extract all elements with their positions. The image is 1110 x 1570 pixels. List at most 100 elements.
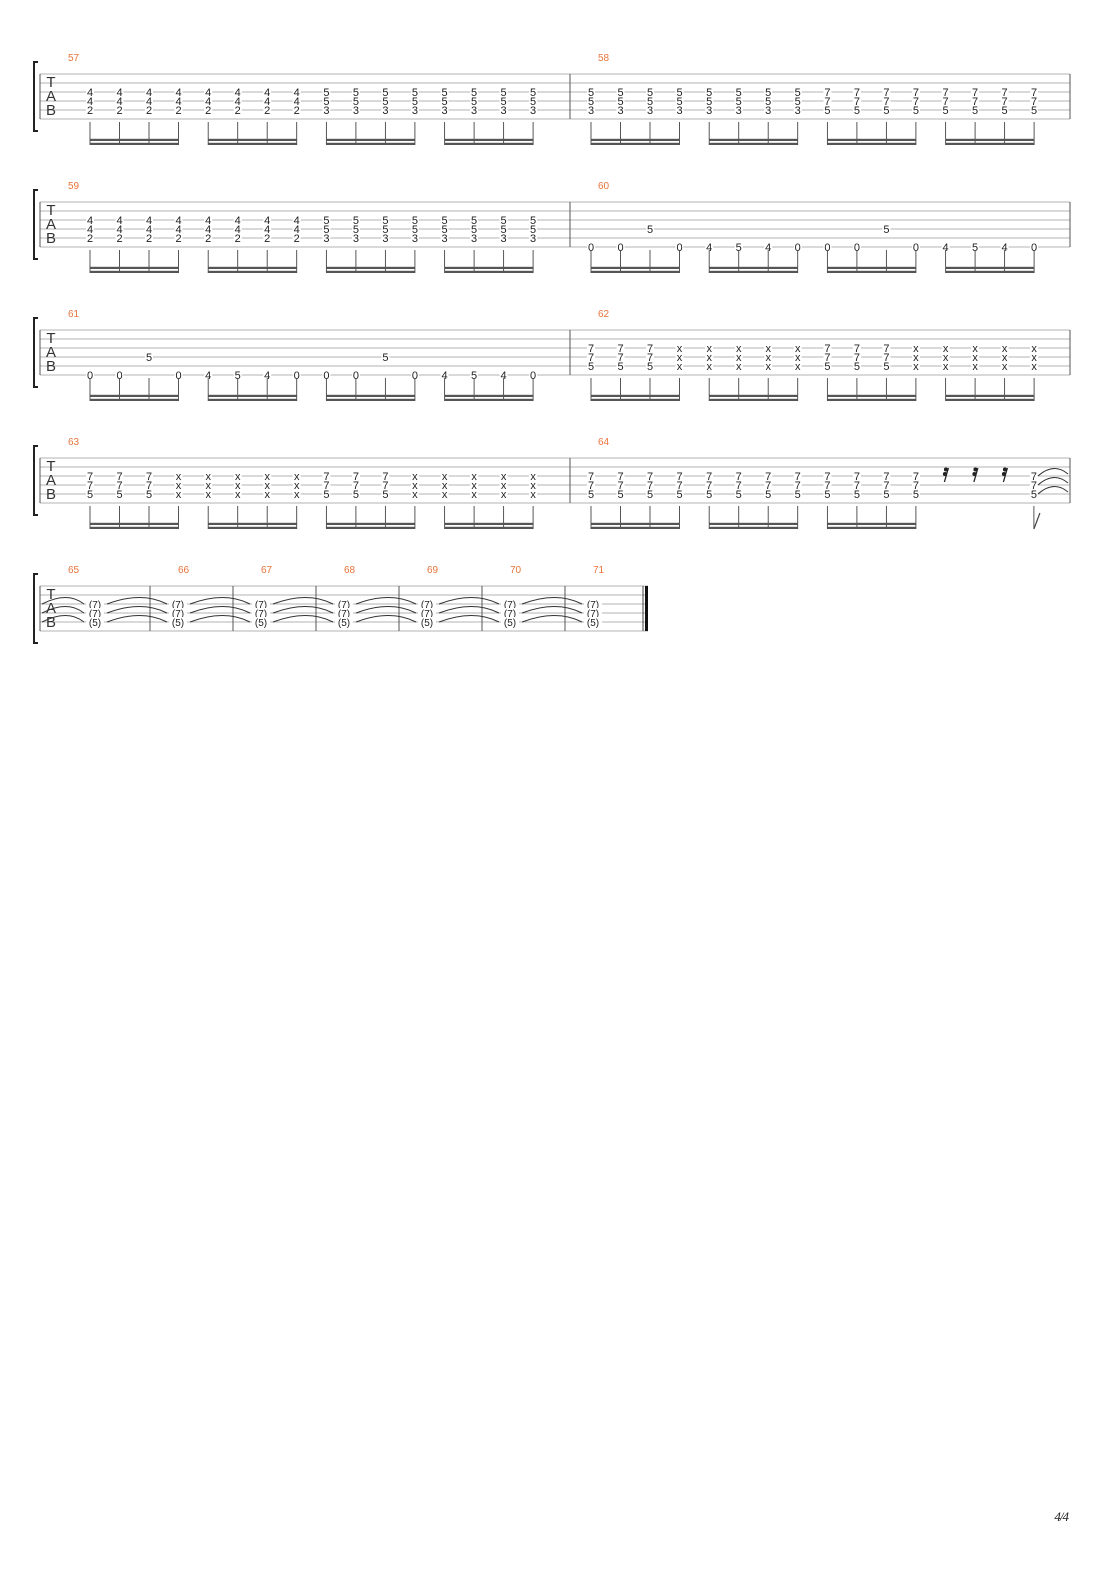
beam xyxy=(709,522,798,525)
fret-number: 5 xyxy=(883,105,889,117)
dead-note: x xyxy=(795,343,801,355)
fret-mask xyxy=(145,215,153,224)
fret-mask xyxy=(410,370,419,379)
fret-number: 7 xyxy=(647,352,653,364)
fret-mask xyxy=(263,489,272,498)
fret-mask xyxy=(440,87,449,96)
fret-mask xyxy=(470,224,479,233)
fret-mask xyxy=(410,233,419,242)
fret-number: 5 xyxy=(588,361,594,373)
fret-number: 7 xyxy=(146,480,152,492)
dead-note: x xyxy=(471,471,477,483)
fret-number: 4 xyxy=(146,96,152,108)
beam xyxy=(208,138,297,141)
fret-number: 5 xyxy=(412,215,418,227)
fret-mask xyxy=(971,361,980,370)
beam xyxy=(90,394,179,397)
page-number: 4/4 xyxy=(1054,1509,1069,1524)
fret-number: 2 xyxy=(205,233,211,245)
fret-number: 0 xyxy=(617,242,623,254)
fret-mask xyxy=(616,343,625,352)
dead-note: x xyxy=(205,489,211,501)
fret-mask xyxy=(115,471,124,480)
tied-fret-number: (7) xyxy=(172,600,184,611)
dead-note: x xyxy=(501,480,507,492)
fret-mask xyxy=(616,471,625,480)
fret-mask xyxy=(705,471,714,480)
fret-mask xyxy=(174,224,183,233)
fret-mask xyxy=(705,352,714,361)
measure-number: 68 xyxy=(344,565,356,576)
fret-mask xyxy=(263,480,272,489)
rest-dot xyxy=(942,472,947,476)
fret-number: 5 xyxy=(323,215,329,227)
fret-mask xyxy=(911,471,920,480)
fret-mask xyxy=(852,105,861,114)
fret-mask xyxy=(204,105,213,114)
fret-number: 5 xyxy=(501,215,507,227)
fret-mask xyxy=(233,233,242,242)
fret-number: 4 xyxy=(87,96,93,108)
fret-number: 5 xyxy=(323,224,329,236)
fret-number: 4 xyxy=(294,224,300,236)
fret-number: 7 xyxy=(116,480,122,492)
fret-mask xyxy=(204,370,213,379)
fret-mask xyxy=(616,480,625,489)
fret-number: 5 xyxy=(1031,489,1037,501)
dead-note: x xyxy=(442,480,448,492)
dead-note: x xyxy=(412,471,418,483)
fret-number: 5 xyxy=(588,87,594,99)
fret-mask xyxy=(941,96,950,105)
fret-number: 5 xyxy=(647,96,653,108)
fret-mask xyxy=(204,233,213,242)
fret-mask xyxy=(86,489,94,498)
fret-mask xyxy=(440,370,449,379)
fret-number: 5 xyxy=(854,105,860,117)
fret-mask xyxy=(145,233,153,242)
dead-note: x xyxy=(205,471,211,483)
tie-arc xyxy=(272,606,334,614)
fret-mask xyxy=(252,608,270,617)
tab-clef-letter: T xyxy=(46,74,55,91)
tab-clef-letter: B xyxy=(46,230,56,247)
fret-number: 7 xyxy=(588,480,594,492)
fret-mask xyxy=(501,617,519,626)
fret-number: 7 xyxy=(617,352,623,364)
fret-mask xyxy=(587,87,595,96)
fret-mask xyxy=(233,489,242,498)
fret-mask xyxy=(410,105,419,114)
fret-mask xyxy=(263,105,272,114)
fret-mask xyxy=(381,96,390,105)
fret-mask xyxy=(705,489,714,498)
fret-number: 4 xyxy=(146,87,152,99)
fret-mask xyxy=(263,96,272,105)
fret-number: 3 xyxy=(501,105,507,117)
fret-mask xyxy=(823,87,832,96)
tab-system: TAB5744244244244244244244244255355355355… xyxy=(33,53,1071,145)
fret-number: 2 xyxy=(175,105,181,117)
beam xyxy=(444,526,534,529)
tab-clef-letter: T xyxy=(46,330,55,347)
fret-number: 5 xyxy=(736,96,742,108)
fret-number: 5 xyxy=(795,96,801,108)
dead-note: x xyxy=(972,352,978,364)
tab-clef-letter: T xyxy=(46,586,55,603)
fret-mask xyxy=(734,105,743,114)
fret-mask xyxy=(381,489,390,498)
dead-note: x xyxy=(736,352,742,364)
fret-mask xyxy=(351,87,360,96)
system-bracket xyxy=(33,445,38,516)
fret-number: 5 xyxy=(676,87,682,99)
beam xyxy=(208,398,297,401)
fret-number: 5 xyxy=(972,242,978,254)
tab-clef-letter: A xyxy=(46,472,56,489)
fret-mask xyxy=(793,105,802,114)
fret-mask xyxy=(115,233,124,242)
fret-number: 7 xyxy=(353,471,359,483)
tab-clef-letter: B xyxy=(46,486,56,503)
fret-number: 4 xyxy=(175,96,181,108)
fret-number: 4 xyxy=(146,215,152,227)
fret-number: 3 xyxy=(676,105,682,117)
fret-mask xyxy=(145,105,153,114)
